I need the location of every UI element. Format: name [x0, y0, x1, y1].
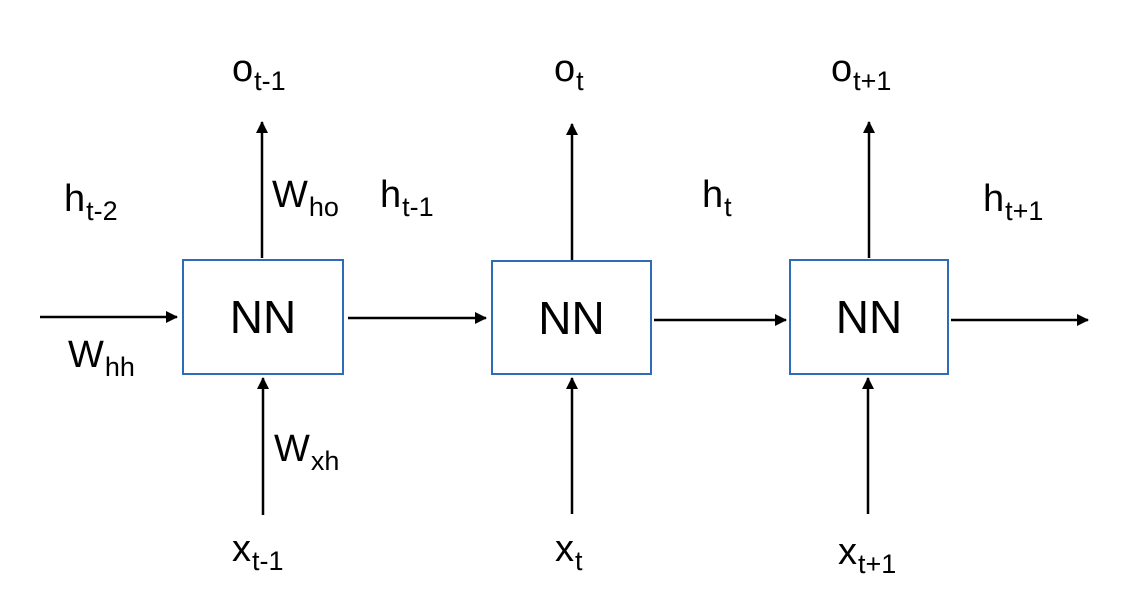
nn-cell-label: NN: [835, 291, 903, 343]
hidden-label-sub: t: [724, 192, 732, 222]
input-label-base: x: [555, 528, 574, 570]
output-label-base: o: [554, 48, 576, 90]
hidden-label-2: ht-1: [380, 174, 434, 221]
hidden-label-base: h: [983, 178, 1005, 220]
weight-label-xh: Wxh: [274, 428, 339, 475]
hidden-label-sub: t-2: [86, 196, 118, 226]
output-label-base: o: [831, 48, 853, 90]
hidden-label-1: ht-2: [64, 178, 118, 225]
weight-label-sub: hh: [104, 352, 135, 382]
input-label-sub: t-1: [252, 546, 284, 576]
output-label-sub: t-1: [254, 66, 286, 96]
weight-label-base: W: [272, 174, 308, 216]
hidden-label-3: ht: [702, 174, 732, 221]
weight-label-sub: ho: [308, 192, 339, 222]
hidden-label-sub: t+1: [1005, 196, 1044, 226]
hidden-label-base: h: [64, 178, 86, 220]
output-label-2: ot: [554, 48, 584, 95]
hidden-label-base: h: [380, 174, 402, 216]
input-label-3: xt+1: [838, 531, 896, 578]
output-label-1: ot-1: [232, 48, 286, 95]
output-label-sub: t: [576, 66, 584, 96]
input-label-base: x: [838, 531, 857, 573]
nn-cell-label: NN: [229, 291, 297, 343]
weight-label-hh: Whh: [68, 334, 135, 381]
input-label-1: xt-1: [232, 528, 284, 575]
nn-cell-label: NN: [538, 291, 605, 344]
input-label-sub: t: [575, 546, 583, 576]
input-label-sub: t+1: [858, 549, 897, 579]
hidden-label-4: ht+1: [983, 178, 1043, 225]
weight-label-sub: xh: [310, 446, 340, 476]
nn-cell-1: NN: [182, 259, 344, 375]
output-label-base: o: [232, 48, 254, 90]
output-label-sub: t+1: [853, 66, 892, 96]
output-label-3: ot+1: [831, 48, 891, 95]
weight-label-ho: Who: [272, 174, 339, 221]
weight-label-base: W: [68, 334, 104, 376]
input-label-2: xt: [555, 528, 583, 575]
hidden-label-base: h: [702, 174, 724, 216]
hidden-label-sub: t-1: [402, 192, 434, 222]
nn-cell-2: NN: [491, 260, 652, 375]
input-label-base: x: [232, 528, 251, 570]
weight-label-base: W: [274, 428, 310, 470]
nn-cell-3: NN: [789, 259, 949, 375]
